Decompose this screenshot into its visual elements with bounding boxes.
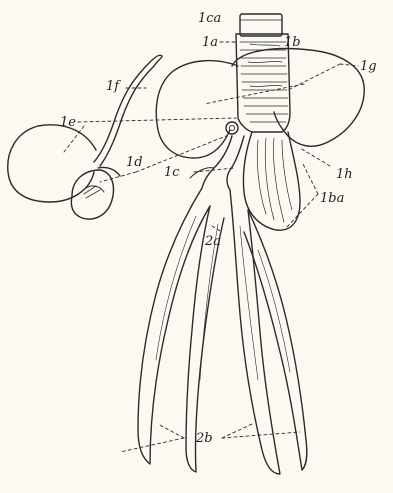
label-1b: 1b xyxy=(284,36,301,49)
appendage-1 xyxy=(138,188,210,464)
leader-2b xyxy=(120,438,184,452)
label-2a: 2a xyxy=(205,235,221,248)
label-1h: 1h xyxy=(336,168,353,181)
label-2b: 2b xyxy=(196,432,213,445)
leader-1ba xyxy=(302,162,318,194)
label-1a: 1a xyxy=(202,36,218,49)
label-1e: 1e xyxy=(60,116,76,129)
appendage-4 xyxy=(244,210,307,470)
appendage-3 xyxy=(230,190,280,474)
label-1c: 1c xyxy=(164,166,180,179)
label-1f: 1f xyxy=(106,80,119,93)
left-lobed-organ xyxy=(156,61,238,158)
label-1d: 1d xyxy=(126,156,143,169)
collar-1ca xyxy=(240,14,282,36)
leader-1h xyxy=(300,148,330,166)
leader-1g xyxy=(288,64,340,90)
label-1ba: 1ba xyxy=(320,192,344,205)
coil-1d xyxy=(226,122,238,134)
duct-1f xyxy=(94,55,162,162)
label-1g: 1g xyxy=(360,60,377,73)
label-1ca: 1ca xyxy=(198,12,221,25)
pouch-1ba xyxy=(243,132,300,230)
left-sac xyxy=(8,125,96,202)
